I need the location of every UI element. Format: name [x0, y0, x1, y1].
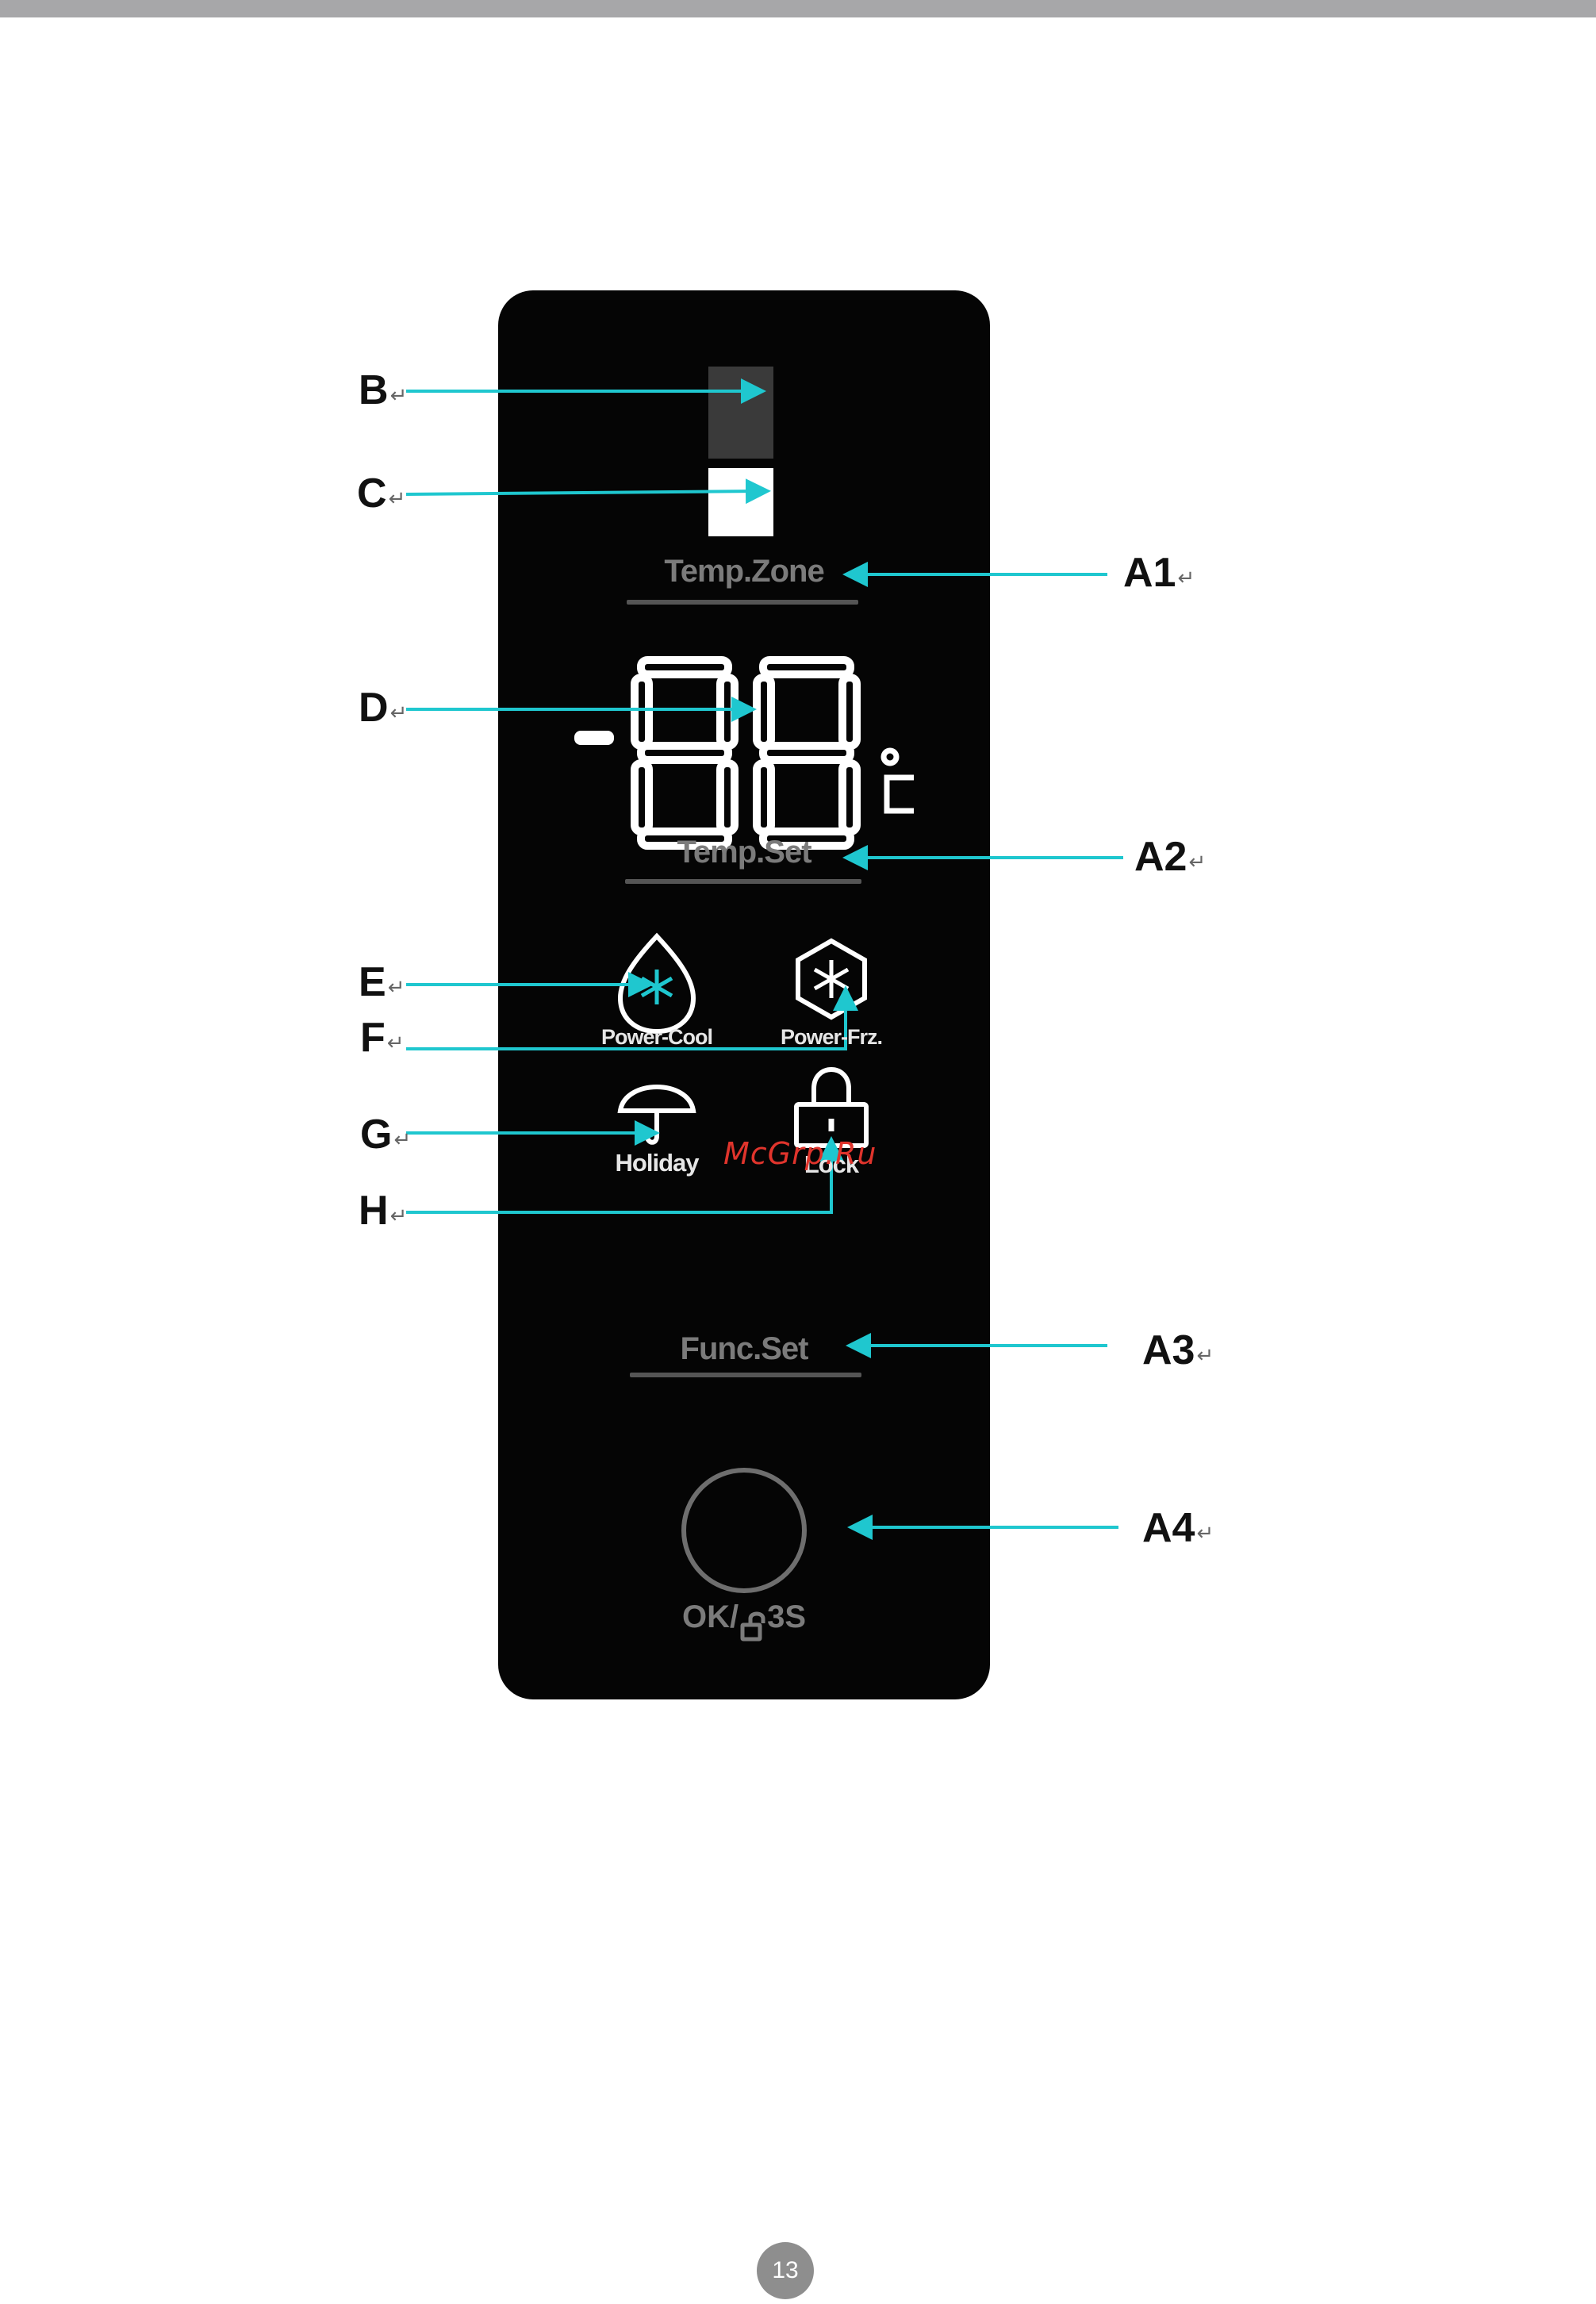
- display-minus-segment: [574, 731, 614, 745]
- unlock-icon: [740, 1611, 765, 1642]
- callout-d: D↵: [359, 685, 408, 731]
- ok-label: OK/3S: [601, 1599, 887, 1635]
- callout-e: E↵: [359, 959, 405, 1005]
- temp-set-label[interactable]: Temp.Set: [677, 835, 811, 870]
- power-cool-caption[interactable]: Power-Cool: [600, 1025, 713, 1049]
- callout-a3: A3↵: [1142, 1327, 1214, 1373]
- celsius-icon: [880, 747, 914, 814]
- func-set-underline: [630, 1373, 861, 1377]
- lock-caption[interactable]: Lock: [804, 1150, 859, 1178]
- power-frz-caption[interactable]: Power-Frz.: [780, 1025, 883, 1049]
- callout-a4: A4↵: [1142, 1505, 1214, 1551]
- arrow-h: [406, 1136, 844, 1214]
- watermark-text: McGrp.Ru: [723, 1136, 877, 1171]
- holiday-caption[interactable]: Holiday: [615, 1149, 700, 1177]
- callout-b: B↵: [359, 367, 408, 413]
- arrow-f: [406, 985, 858, 1050]
- temp-set-underline: [625, 879, 861, 884]
- zone-indicator-upper: [708, 367, 773, 459]
- digit-2: [753, 656, 861, 850]
- callout-g: G↵: [360, 1112, 412, 1158]
- callout-f: F↵: [360, 1015, 405, 1061]
- power-frz-icon: [796, 938, 867, 1020]
- ok-text: OK/: [681, 1599, 739, 1634]
- celsius-text: °C: [880, 746, 920, 817]
- display-digits-text: 88: [635, 714, 857, 778]
- callout-c: C↵: [357, 470, 406, 516]
- callout-a2: A2↵: [1134, 834, 1207, 880]
- func-set-label[interactable]: Func.Set: [680, 1331, 809, 1366]
- callout-h: H↵: [359, 1188, 408, 1234]
- top-bar: [0, 0, 1596, 17]
- zone-indicator-lower: [708, 468, 773, 536]
- ok-button[interactable]: [681, 1468, 807, 1593]
- callout-arrows: [405, 378, 1123, 1540]
- temp-zone-label[interactable]: Temp.Zone: [664, 554, 824, 589]
- arrow-c: [405, 478, 771, 505]
- callout-a1: A1↵: [1123, 550, 1195, 596]
- ok-hold-text: 3S: [767, 1599, 807, 1634]
- page-number-badge: 13: [757, 2242, 814, 2299]
- temp-zone-underline: [627, 600, 858, 605]
- lock-icon: [794, 1067, 869, 1148]
